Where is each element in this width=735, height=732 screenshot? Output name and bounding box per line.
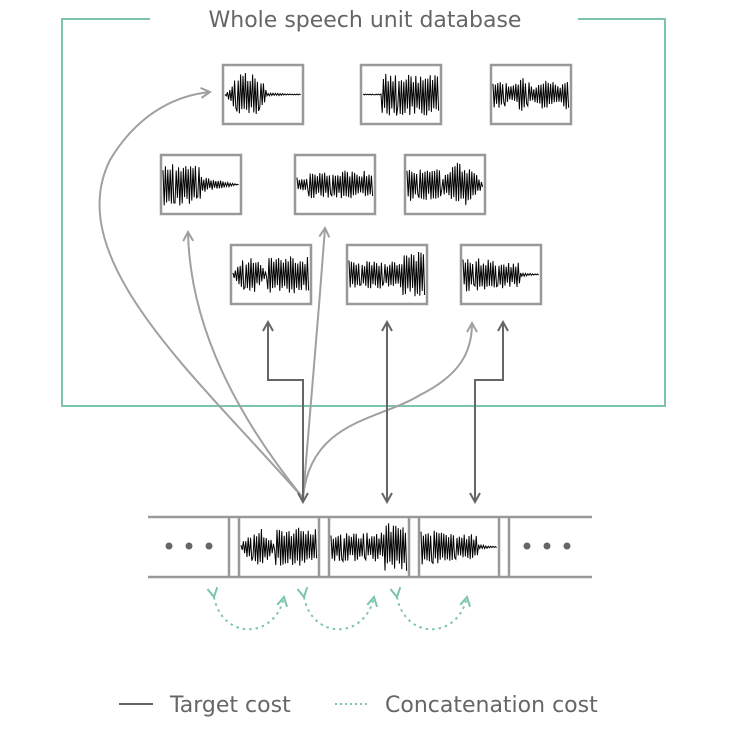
concat-arrow-3 [397,597,467,631]
speech-unit-1 [221,63,305,126]
concatenation-arrows [214,597,467,631]
waveform [162,164,239,206]
speech-unit-9 [459,243,543,306]
waveform [296,170,374,199]
selected-sequence [148,515,592,579]
speech-unit-7 [229,243,313,306]
concat-arrow-1 [214,597,284,631]
speech-unit-3 [489,63,573,126]
waveform [232,256,310,294]
ellipsis-right [523,542,571,550]
selected-waveform-3 [420,530,497,565]
waveform [362,73,440,116]
database-units [159,63,573,306]
selected-waveform-1 [240,527,318,566]
speech-unit-5 [293,153,377,216]
database-title: Whole speech unit database [209,8,522,33]
ellipsis-left [165,542,213,550]
concat-arrow-2 [304,597,374,631]
waveform [406,162,484,206]
candidate-arrow-1 [98,92,304,499]
waveform [492,78,570,111]
legend-target-label: Target cost [169,693,291,718]
target-arrow-3 [475,322,503,502]
speech-unit-4 [159,153,243,216]
speech-unit-6 [403,153,487,216]
legend: Target cost Concatenation cost [119,693,598,718]
speech-unit-2 [359,63,443,126]
target-arrow-1 [268,322,303,502]
legend-concat-label: Concatenation cost [385,693,598,718]
target-cost-arrows [268,322,503,502]
database-frame [61,18,666,407]
speech-unit-8 [345,243,429,306]
candidate-arrow-4 [302,323,472,499]
selected-waveform-2 [330,523,408,571]
waveform [224,72,301,115]
waveform [348,251,426,297]
waveform [462,258,539,292]
